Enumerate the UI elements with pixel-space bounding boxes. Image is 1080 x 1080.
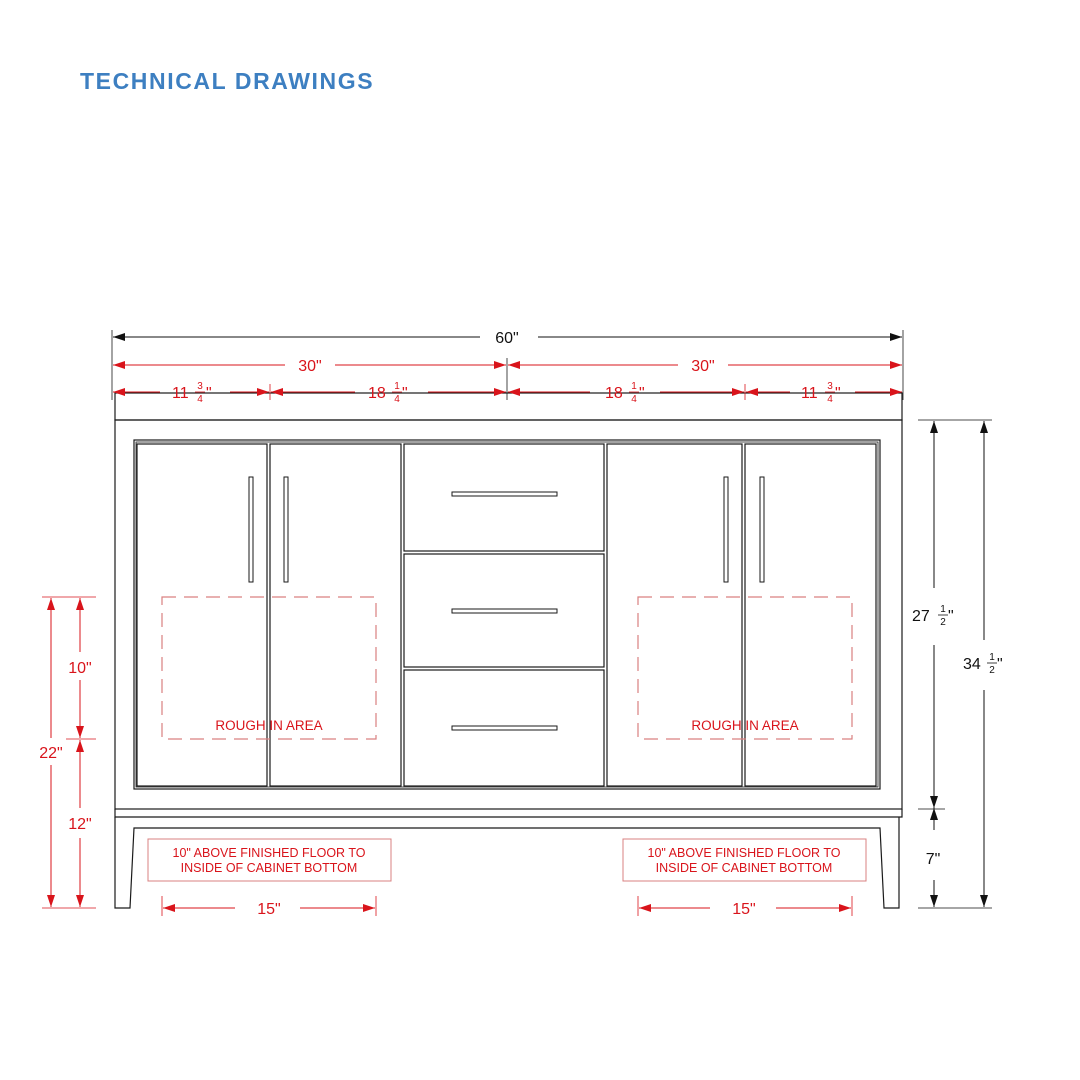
dim-rough-in-top-label: 22" <box>39 745 62 762</box>
door-handles <box>248 476 765 583</box>
rough-in-area-right <box>637 596 853 740</box>
dim-half-left-label: 30" <box>298 358 321 375</box>
floor-note-left-line2: INSIDE OF CABINET BOTTOM <box>181 861 358 875</box>
handle-icon <box>283 476 289 583</box>
dim-rough-in-width-left-label: 15" <box>257 901 280 918</box>
floor-note-box-right <box>622 838 867 882</box>
handle-icon <box>451 725 558 731</box>
vanity-cabinet <box>114 392 903 909</box>
door-left-2 <box>269 443 402 787</box>
dim-rough-in-width-right-label: 15" <box>732 901 755 918</box>
door-right-2 <box>744 443 877 787</box>
rough-in-label-left: ROUGH IN AREA <box>215 718 322 733</box>
floor-note-left-line1: 10" ABOVE FINISHED FLOOR TO <box>173 846 366 860</box>
dim-leg-height-label: 7" <box>926 851 941 868</box>
svg-text:": " <box>206 385 212 402</box>
drawer-bottom <box>403 669 605 787</box>
floor-note-box-left <box>147 838 392 882</box>
dim-seg3-whole: 18 <box>605 385 623 402</box>
floor-note-right-line1: 10" ABOVE FINISHED FLOOR TO <box>648 846 841 860</box>
dim-seg2-whole: 18 <box>368 385 386 402</box>
countertop <box>114 392 903 421</box>
dim-body-height-whole: 27 <box>912 608 930 625</box>
dim-seg1-den: 4 <box>197 394 203 405</box>
cabinet-body <box>114 419 903 810</box>
handle-icon <box>451 608 558 614</box>
drawer-top <box>403 443 605 552</box>
svg-text:": " <box>835 385 841 402</box>
dim-seg3-num: 1 <box>631 381 637 392</box>
handle-icon <box>451 491 558 497</box>
handle-icon <box>248 476 254 583</box>
svg-text:": " <box>948 608 954 625</box>
drawer-middle <box>403 553 605 668</box>
dim-seg4-whole: 11 <box>801 385 818 402</box>
dim-total-height-den: 2 <box>989 665 995 676</box>
door-left-1 <box>136 443 268 787</box>
svg-text:": " <box>997 656 1003 673</box>
dim-seg2-num: 1 <box>394 381 400 392</box>
face-frame <box>133 439 881 790</box>
dim-rough-in-height-label: 10" <box>68 660 91 677</box>
dim-floor-to-area-label: 12" <box>68 816 91 833</box>
cabinet-base <box>114 809 903 818</box>
rough-in-area-left <box>161 596 377 740</box>
rough-in-label-right: ROUGH IN AREA <box>691 718 798 733</box>
dim-seg3-den: 4 <box>631 394 637 405</box>
dim-total-height-num: 1 <box>989 652 995 663</box>
drawer-handles <box>451 491 558 731</box>
dim-body-height-num: 1 <box>940 604 946 615</box>
handle-icon <box>723 476 729 583</box>
dim-total-height-whole: 34 <box>963 656 981 673</box>
door-right-1 <box>606 443 743 787</box>
handle-icon <box>759 476 765 583</box>
dim-seg2-den: 4 <box>394 394 400 405</box>
leg-frame <box>114 817 900 909</box>
svg-text:": " <box>402 385 408 402</box>
svg-text:": " <box>639 385 645 402</box>
dim-seg1-num: 3 <box>197 381 203 392</box>
dim-seg1-whole: 11 <box>172 385 189 402</box>
dim-body-height-den: 2 <box>940 617 946 628</box>
dim-seg4-num: 3 <box>827 381 833 392</box>
page-title: TECHNICAL DRAWINGS <box>80 68 375 94</box>
dim-half-right-label: 30" <box>691 358 714 375</box>
dim-overall-width-label: 60" <box>495 330 518 347</box>
floor-note-right-line2: INSIDE OF CABINET BOTTOM <box>656 861 833 875</box>
dim-seg4-den: 4 <box>827 394 833 405</box>
